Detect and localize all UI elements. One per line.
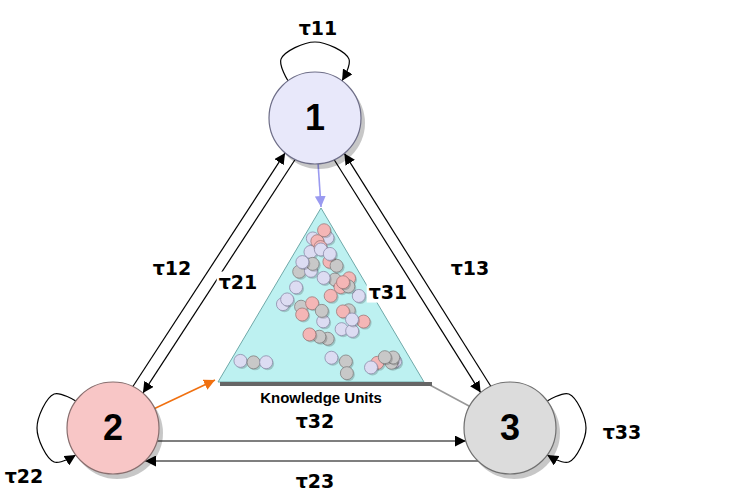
agent-circle: 1 — [268, 71, 362, 165]
rate-label: τ13 — [449, 258, 492, 279]
transition-arrow — [318, 164, 321, 207]
rate-label: τ23 — [294, 471, 337, 492]
transition-arrow — [155, 380, 215, 408]
node-number: 3 — [500, 410, 520, 446]
agent-circle: 3 — [463, 381, 557, 475]
rate-label: τ33 — [601, 422, 644, 443]
circle-fill — [464, 382, 556, 474]
rate-label: τ12 — [151, 258, 194, 279]
triangle-base-shadow — [220, 382, 432, 386]
rate-label: τ11 — [297, 18, 340, 39]
triangle-fill — [218, 208, 424, 382]
circle-fill — [269, 72, 361, 164]
node-number: 1 — [305, 100, 325, 136]
rate-label: τ31 — [367, 282, 410, 303]
transition-arrow — [428, 384, 469, 406]
transition-arrow — [145, 460, 478, 461]
rate-label: τ32 — [294, 411, 337, 432]
node-number: 2 — [103, 410, 123, 446]
transition-arrow — [157, 440, 466, 441]
circle-fill — [67, 382, 159, 474]
rate-label: τ22 — [3, 466, 46, 487]
rate-label: τ21 — [217, 272, 260, 293]
node-label: Knowledge Units — [260, 390, 382, 407]
knowledge-triangle: Knowledge Units — [216, 206, 426, 411]
agent-circle: 2 — [66, 381, 160, 475]
